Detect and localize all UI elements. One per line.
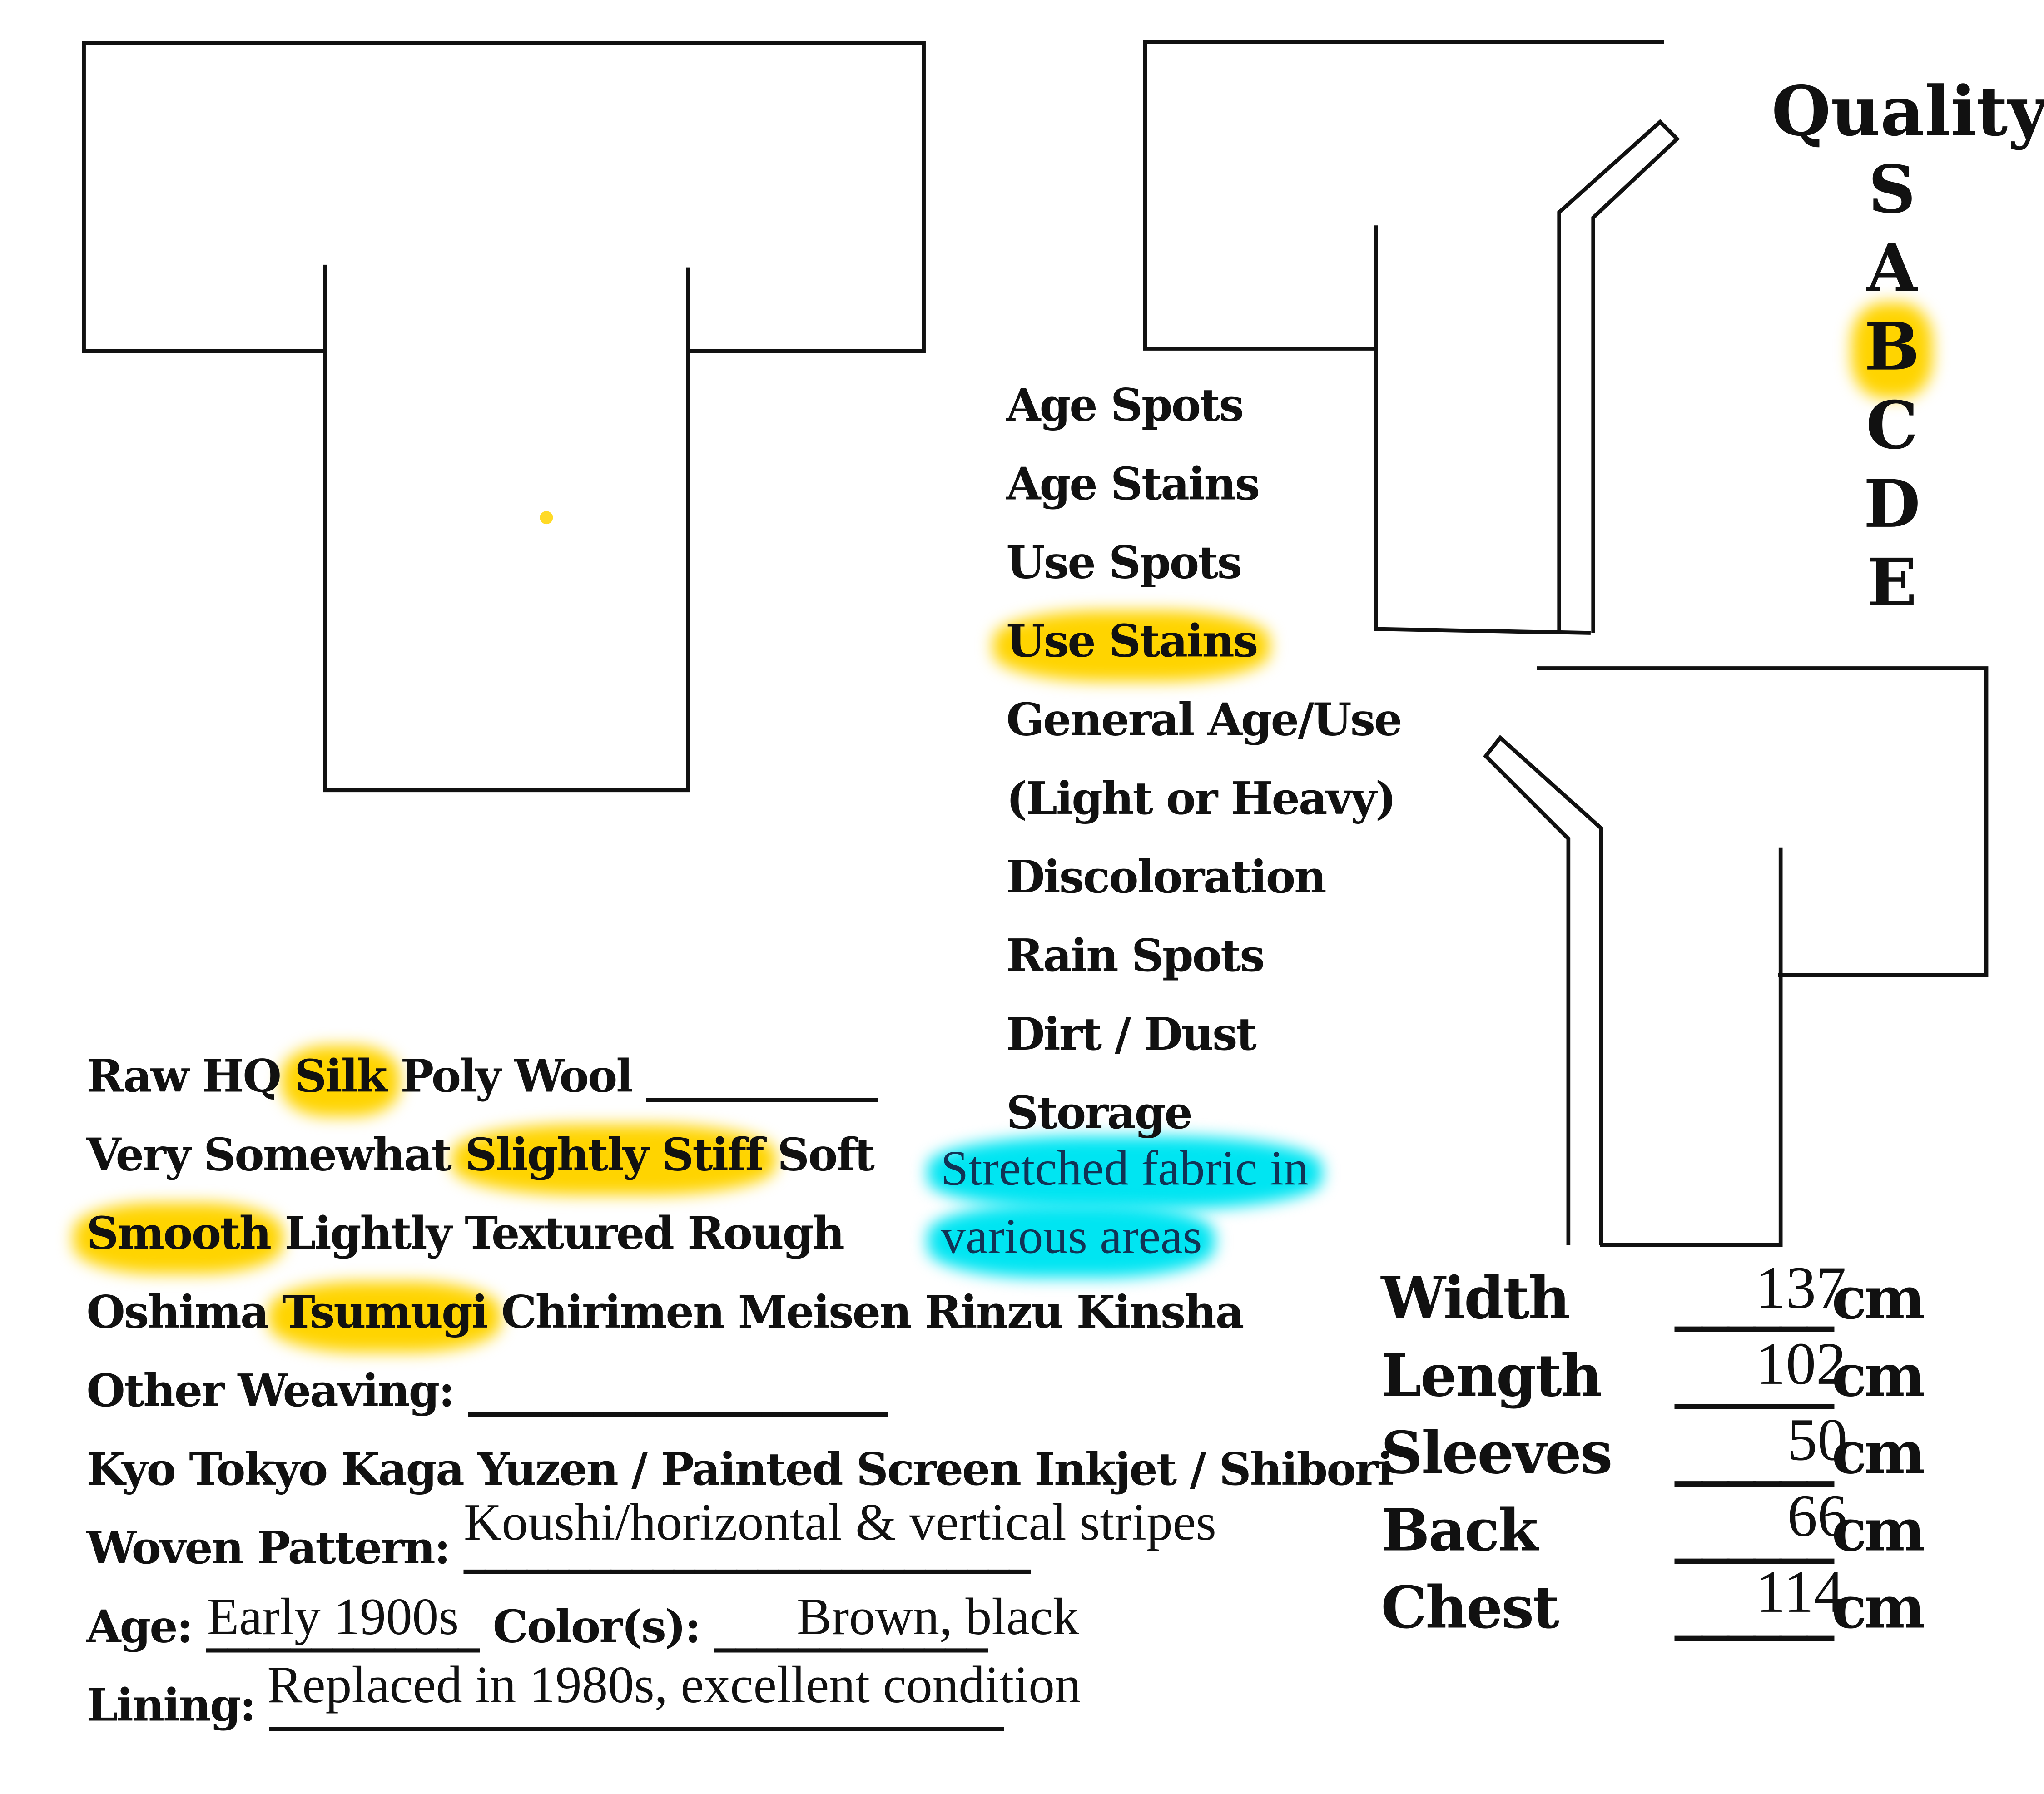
color-label: Color(s): [492, 1601, 701, 1654]
condition-age-spots: Age Spots [1006, 380, 1244, 433]
measure-back-blank: ______ [1674, 1497, 1835, 1565]
other-weaving-row: Other Weaving: ____________________ [86, 1365, 888, 1418]
quality-grade-d: D [1863, 465, 1920, 543]
stiffness-slightly-stiff: Slightly Stiff [465, 1130, 764, 1182]
back-view-body [323, 264, 690, 793]
quality-grade-c: C [1865, 387, 1918, 464]
condition-note-line1: Stretched fabric in [941, 1141, 1309, 1197]
age-blank: _____________ [206, 1601, 480, 1654]
color-value: Brown, black [796, 1587, 1079, 1646]
quality-grade-s: S [1868, 150, 1916, 228]
measure-width-unit: cm [1831, 1266, 1925, 1333]
weaving-tsumugi: Tsumugi [282, 1287, 488, 1339]
measure-length-value: 102 [1756, 1330, 1846, 1397]
stiffness-somewhat: Somewhat [203, 1130, 452, 1182]
quality-grade-a: A [1866, 229, 1918, 307]
weaving-chirimen: Chirimen [501, 1287, 725, 1339]
weaving-kinsha: Kinsha [1076, 1287, 1244, 1339]
condition-light-or-heavy: (Light or Heavy) [1006, 773, 1396, 826]
front-half-outline-top [1143, 40, 1664, 351]
condition-age-stains: Age Stains [1006, 458, 1260, 511]
measure-chest-line: ______cm [1674, 1575, 1925, 1642]
texture-row: Smooth Lightly Textured Rough [86, 1208, 845, 1261]
condition-storage: Storage [1006, 1087, 1192, 1140]
measure-back-value: 66 [1787, 1482, 1848, 1549]
collar-strip-bottom [1483, 735, 1603, 1245]
other-weaving-blank: ____________________ [467, 1365, 888, 1418]
measure-back-unit: cm [1831, 1497, 1925, 1565]
condition-note-line2: various areas [941, 1209, 1202, 1265]
lining-label: Lining: [86, 1680, 256, 1733]
measure-width-blank: ______ [1674, 1266, 1835, 1333]
material-raw: Raw [86, 1051, 189, 1104]
quality-grade-b-label: B [1864, 308, 1920, 386]
condition-use-stains-label: Use Stains [1006, 616, 1258, 669]
material-silk: Silk [294, 1051, 387, 1104]
condition-dirt-dust: Dirt / Dust [1006, 1009, 1256, 1062]
front-half-body-top [1374, 225, 1591, 635]
weaving-meisen: Meisen [738, 1287, 912, 1339]
lining-value: Replaced in 1980s, excellent condition [267, 1655, 1081, 1714]
measure-sleeves-label: Sleeves [1381, 1420, 1612, 1487]
condition-use-stains: Use Stains [1006, 616, 1258, 669]
measure-chest-unit: cm [1831, 1575, 1925, 1642]
dyeing-row: Kyo Tokyo Kaga Yuzen / Painted Screen In… [86, 1444, 1394, 1497]
texture-lightly-textured: Lightly Textured [284, 1208, 674, 1261]
material-blank: ___________ [646, 1051, 878, 1104]
measure-chest-label: Chest [1381, 1575, 1559, 1642]
age-label: Age: [86, 1601, 193, 1654]
material-poly: Poly [400, 1051, 501, 1104]
condition-discoloration: Discoloration [1006, 852, 1326, 904]
measure-width-value: 137 [1756, 1254, 1846, 1321]
lining-row: Lining: ________________________________… [86, 1680, 1004, 1733]
age-value: Early 1900s [207, 1587, 459, 1646]
other-weaving-label: Other Weaving: [86, 1365, 455, 1418]
woven-pattern-value: Koushi/horizontal & vertical stripes [464, 1492, 1216, 1552]
measure-sleeves-blank: ______ [1674, 1420, 1835, 1487]
quality-grade-e: E [1867, 544, 1917, 621]
quality-title: Quality [1771, 72, 2044, 152]
measure-sleeves-value: 50 [1787, 1406, 1848, 1473]
age-color-row: Age: _____________ Color(s): ___________… [86, 1601, 988, 1654]
color-blank: _____________ [714, 1601, 988, 1654]
texture-rough: Rough [687, 1208, 845, 1261]
woven-pattern-blank: ___________________________ [463, 1522, 1031, 1576]
weaving-rinzu: Rinzu [924, 1287, 1064, 1339]
measure-width-line: ______cm [1674, 1266, 1925, 1333]
condition-use-spots: Use Spots [1006, 537, 1242, 590]
woven-pattern-row: Woven Pattern: _________________________… [86, 1522, 1031, 1576]
stiffness-very: Very [86, 1130, 190, 1182]
condition-rain-spots: Rain Spots [1006, 930, 1265, 983]
measure-length-label: Length [1381, 1343, 1602, 1410]
measure-chest-blank: ______ [1674, 1575, 1835, 1642]
stiffness-soft: Soft [777, 1130, 875, 1182]
measure-width-label: Width [1381, 1266, 1570, 1333]
condition-general-age-use: General Age/Use [1006, 694, 1402, 747]
material-row: Raw HQ Silk Poly Wool ___________ [86, 1051, 878, 1104]
measure-sleeves-line: ______cm [1674, 1420, 1925, 1487]
measure-length-line: ______cm [1674, 1343, 1925, 1410]
measure-length-unit: cm [1831, 1343, 1925, 1410]
condition-note: Stretched fabric in various areas [941, 1135, 1309, 1271]
stiffness-row: Very Somewhat Slightly Stiff Soft [86, 1130, 875, 1182]
weaving-row: Oshima Tsumugi Chirimen Meisen Rinzu Kin… [86, 1287, 1244, 1339]
front-half-body-bottom [1600, 847, 1783, 1247]
collar-strip-top [1557, 119, 1680, 633]
woven-pattern-label: Woven Pattern: [86, 1522, 451, 1576]
front-half-outline-bottom [1537, 666, 1989, 977]
material-wool: Wool [514, 1051, 633, 1104]
quality-grade-b: B [1853, 308, 1931, 385]
measure-back-line: ______cm [1674, 1497, 1925, 1565]
lining-blank: ___________________________________ [269, 1680, 1004, 1733]
measure-sleeves-unit: cm [1831, 1420, 1925, 1487]
measure-chest-value: 114 [1756, 1558, 1844, 1625]
measure-length-blank: ______ [1674, 1343, 1835, 1410]
weaving-oshima: Oshima [86, 1287, 269, 1339]
back-view-outline [82, 41, 926, 353]
material-hq: HQ [202, 1051, 282, 1104]
measure-back-label: Back [1381, 1497, 1538, 1565]
texture-smooth: Smooth [86, 1208, 272, 1261]
stain-marker-dot [540, 511, 553, 525]
